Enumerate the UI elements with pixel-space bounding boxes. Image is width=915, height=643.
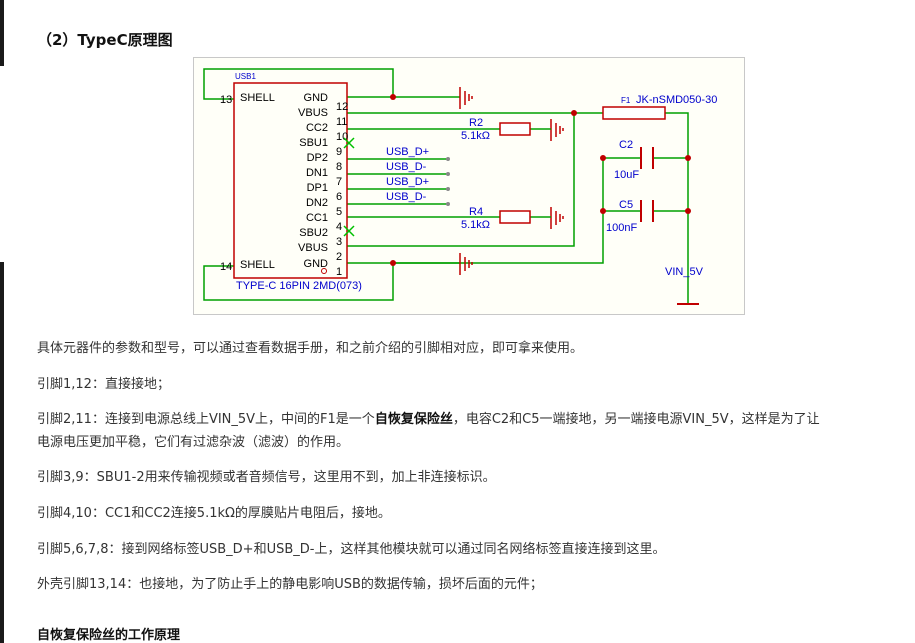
pin-number: 14 — [220, 261, 232, 273]
r4-value: 5.1kΩ — [461, 219, 490, 231]
wire-shell-top — [203, 68, 394, 100]
pin-name: CC2 — [306, 122, 328, 134]
pin-name: VBUS — [298, 242, 328, 254]
pin-number: 6 — [336, 191, 342, 203]
section-heading: （2）TypeC原理图 — [37, 31, 173, 49]
capacitor-c5 — [640, 200, 654, 222]
no-connect-sbu1 — [343, 137, 355, 149]
paragraph: 引脚3,9：SBU1-2用来传输视频或者音频信号，这里用不到，加上非连接标识。 — [37, 470, 496, 485]
net-label: USB_D- — [386, 161, 427, 173]
f1-value: JK-nSMD050-30 — [636, 94, 717, 106]
part-ref-label: USB1 — [235, 72, 256, 81]
subheading: 自恢复保险丝的工作原理 — [37, 628, 181, 643]
ground-symbol — [550, 119, 564, 141]
r2-ref: R2 — [469, 117, 483, 129]
part-name-label: TYPE-C 16PIN 2MD(073) — [236, 280, 362, 292]
paragraph: 具体元器件的参数和型号，可以通过查看数据手册，和之前介绍的引脚相对应，即可拿来使… — [37, 341, 584, 356]
pin-name: DP1 — [307, 182, 328, 194]
pin-number: 1 — [336, 266, 342, 278]
c5-value: 100nF — [606, 222, 637, 234]
pin-number: 5 — [336, 206, 342, 218]
net-label: USB_D+ — [386, 146, 429, 158]
pin-name: SBU2 — [299, 227, 328, 239]
net-label: USB_D- — [386, 191, 427, 203]
schematic-svg: USB1 TYPE-C 16PIN 2MD(073) 13 SHELL 14 S… — [193, 57, 745, 315]
net-labels: USB_D+ USB_D- USB_D+ USB_D- — [386, 146, 429, 203]
pin-name: SBU1 — [299, 137, 328, 149]
wire-vbus-pin3 — [347, 113, 575, 247]
no-connect-sbu2 — [343, 225, 355, 237]
pin1-marker — [321, 268, 327, 274]
pin-number: 2 — [336, 251, 342, 263]
f1-ref: F1 — [621, 96, 631, 105]
pin-name: DN2 — [306, 197, 328, 209]
ground-symbol — [459, 253, 473, 275]
pin-name: SHELL — [240, 259, 275, 271]
paragraph-text: ，电容C2和C5一端接地，另一端接电源VIN_5V，这样是为了让 — [452, 412, 820, 427]
pin-name: DP2 — [307, 152, 328, 164]
pin-number: 3 — [336, 236, 342, 248]
typec-schematic-figure: USB1 TYPE-C 16PIN 2MD(073) 13 SHELL 14 S… — [193, 57, 745, 315]
c2-value: 10uF — [614, 169, 639, 181]
resistor-leads — [530, 128, 551, 218]
pin-name: DN1 — [306, 167, 328, 179]
component-labels: R2 5.1kΩ R4 5.1kΩ F1 JK-nSMD050-30 C2 10… — [461, 94, 717, 278]
pin-name: CC1 — [306, 212, 328, 224]
paragraph: 引脚5,6,7,8：接到网络标签USB_D+和USB_D-上，这样其他模块就可以… — [37, 542, 666, 557]
resistor-r2 — [499, 122, 531, 136]
r4-ref: R4 — [469, 206, 483, 218]
ground-symbols — [459, 87, 564, 275]
resistor-r4 — [499, 210, 531, 224]
pin-number: 9 — [336, 146, 342, 158]
paragraph: 外壳引脚13,14：也接地，为了防止手上的静电影响USB的数据传输，损坏后面的元… — [37, 577, 543, 592]
power-label: VIN_5V — [665, 266, 704, 278]
paragraph: 引脚1,12：直接接地； — [37, 377, 170, 392]
capacitors — [640, 147, 654, 222]
ground-symbol — [459, 87, 473, 109]
paragraph: 引脚2,11：连接到电源总线上VIN_5V上，中间的F1是一个自恢复保险丝，电容… — [37, 408, 897, 454]
left-pins: 13 SHELL 14 SHELL — [220, 92, 275, 273]
pin-name: VBUS — [298, 107, 328, 119]
pin-number: 12 — [336, 101, 348, 113]
paragraph: 引脚4,10：CC1和CC2连接5.1kΩ的厚膜贴片电阻后，接地。 — [37, 506, 391, 521]
paragraph-text: 引脚2,11：连接到电源总线上VIN_5V上，中间的F1是一个 — [37, 412, 375, 427]
fuse-f1 — [602, 106, 666, 120]
c2-ref: C2 — [619, 139, 633, 151]
no-connect-marks — [343, 137, 355, 237]
wire-usb-nets — [347, 158, 448, 205]
capacitor-c2 — [640, 147, 654, 169]
pin-number: 11 — [336, 116, 347, 128]
net-endpoints — [446, 157, 450, 206]
r2-value: 5.1kΩ — [461, 130, 490, 142]
connector-body — [233, 82, 348, 279]
pin-name: GND — [304, 258, 329, 270]
resistors — [499, 106, 666, 224]
wires — [203, 68, 689, 304]
paragraph-text: 电源电压更加平稳，它们有过滤杂波（滤波）的作用。 — [37, 435, 350, 450]
left-edge-bar-top — [0, 0, 4, 66]
left-edge-bar-bottom — [0, 262, 4, 643]
wire-cap-gnd — [393, 158, 604, 264]
bold-term: 自恢复保险丝 — [374, 412, 453, 427]
pin-number: 7 — [336, 176, 342, 188]
wire-shell-bottom — [203, 265, 394, 301]
right-pins: GND 12 VBUS 11 CC2 10 SBU1 9 DP2 8 DN1 7… — [298, 92, 348, 278]
pin-name: SHELL — [240, 92, 275, 104]
pin-name: GND — [304, 92, 329, 104]
pin-number: 13 — [220, 94, 232, 106]
net-label: USB_D+ — [386, 176, 429, 188]
pin-number: 4 — [336, 221, 342, 233]
c5-ref: C5 — [619, 199, 633, 211]
junction-dots — [390, 94, 691, 266]
ground-symbol — [550, 207, 564, 229]
pin-number: 8 — [336, 161, 342, 173]
